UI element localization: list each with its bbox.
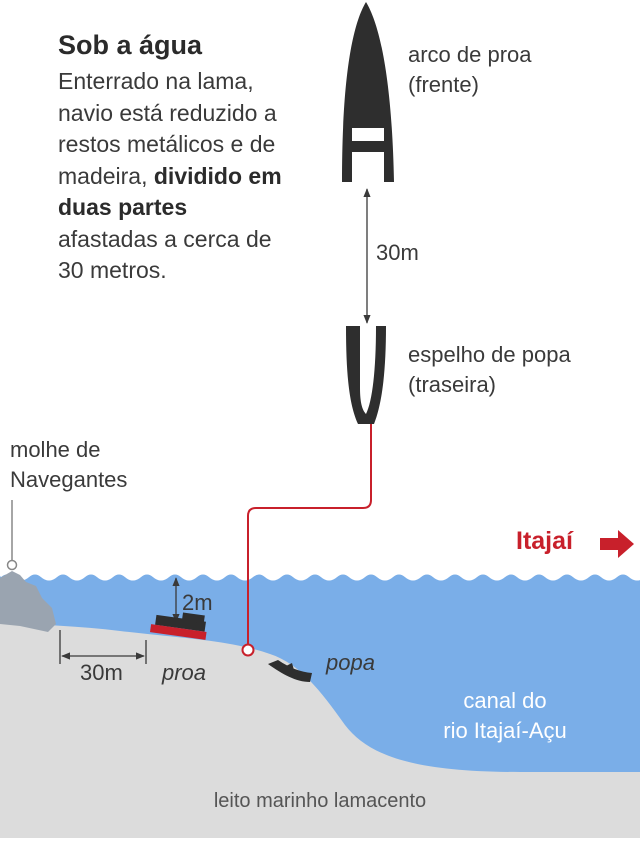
direction-label: Itajaí	[516, 527, 573, 555]
sunken-stern-icon	[268, 660, 312, 682]
bow-label-line-1: arco de proa	[408, 42, 532, 67]
jetty-label: molhe de Navegantes	[10, 435, 127, 495]
jetty-label-line-2: Navegantes	[10, 467, 128, 492]
page-title: Sob a água	[58, 30, 203, 60]
stern-label: espelho de popa (traseira)	[408, 340, 571, 400]
jetty-marker	[6, 559, 18, 571]
jetty-label-line-1: molhe de	[10, 437, 101, 462]
sunken-bow-icon	[149, 612, 207, 640]
seabed-label: leito marinho lamacento	[213, 790, 427, 812]
stern-label-line-1: espelho de popa	[408, 342, 571, 367]
stern-hull-icon	[346, 326, 386, 424]
channel-label-line-1: canal do	[463, 688, 547, 713]
description-bold: dividido em duas partes	[58, 162, 282, 221]
stern-label-line-2: (traseira)	[408, 372, 497, 397]
stern-location-marker	[241, 643, 255, 657]
horizontal-distance-label: 30m	[80, 660, 123, 685]
bow-label-line-2: (frente)	[408, 72, 479, 97]
channel-label-line-2: rio Itajaí-Açu	[443, 718, 567, 743]
description-text-1: Enterrado na lama, navio está reduzido a…	[58, 68, 277, 189]
depth-label: 2m	[182, 590, 213, 615]
description-text-2: afastadas a cerca de 30 metros.	[58, 225, 272, 284]
description: Enterrado na lama, navio está reduzido a…	[58, 66, 288, 287]
seabed	[0, 622, 640, 838]
stern-connector	[247, 424, 372, 644]
parts-distance-label: 30m	[376, 240, 419, 265]
bow-label: arco de proa (frente)	[408, 40, 532, 100]
proa-label: proa	[162, 660, 207, 685]
popa-label: popa	[326, 650, 375, 675]
jetty-rock	[0, 571, 56, 632]
bow-hull-icon	[342, 2, 394, 182]
channel-label: canal do rio Itajaí-Açu	[405, 686, 605, 746]
direction-arrow-icon	[600, 530, 634, 558]
wave-line	[0, 571, 640, 581]
